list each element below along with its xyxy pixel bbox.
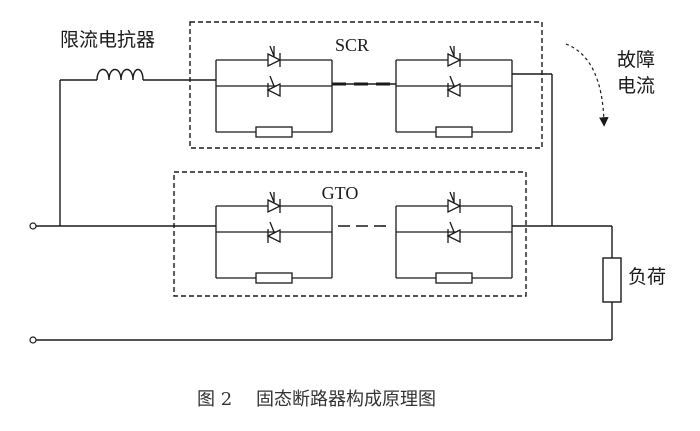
inductor-label: 限流电抗器 <box>60 29 155 51</box>
inductor-coil <box>96 68 144 81</box>
gto-right-switch-module <box>395 191 513 284</box>
scr-left-switch-module <box>215 45 333 138</box>
load-resistor <box>602 257 622 303</box>
return-terminal <box>29 336 37 344</box>
fault-current-arrow <box>565 43 609 127</box>
gto-left-switch-module <box>215 191 333 284</box>
gto-left-snubber-resistor <box>255 272 293 284</box>
scr-right-switch-module <box>395 45 513 138</box>
scr-right-snubber-resistor <box>435 126 473 138</box>
gto-right-snubber-resistor <box>435 272 473 284</box>
gto-left-thyristor-reverse-icon <box>266 221 281 244</box>
scr-group-label: SCR <box>335 35 369 55</box>
gto-right-thyristor-forward-icon <box>447 191 462 214</box>
gto-group-box <box>173 171 527 297</box>
fault-current-label-line2: 电流 <box>617 75 655 97</box>
scr-left-snubber-resistor <box>255 126 293 138</box>
scr-right-thyristor-reverse-icon <box>446 75 461 98</box>
gto-right-thyristor-reverse-icon <box>446 221 461 244</box>
gto-left-thyristor-forward-icon <box>267 191 282 214</box>
gto-group-label: GTO <box>322 183 359 203</box>
scr-left-thyristor-forward-icon <box>267 45 282 68</box>
input-terminal <box>29 222 37 230</box>
scr-right-thyristor-forward-icon <box>447 45 462 68</box>
figure-title: 固态断路器构成原理图 <box>256 389 436 410</box>
figure-number: 图 2 <box>197 389 232 410</box>
scr-left-thyristor-reverse-icon <box>266 75 281 98</box>
load-label: 负荷 <box>628 266 666 288</box>
scr-group-box <box>189 21 543 149</box>
fault-current-label-line1: 故障 <box>617 49 655 71</box>
